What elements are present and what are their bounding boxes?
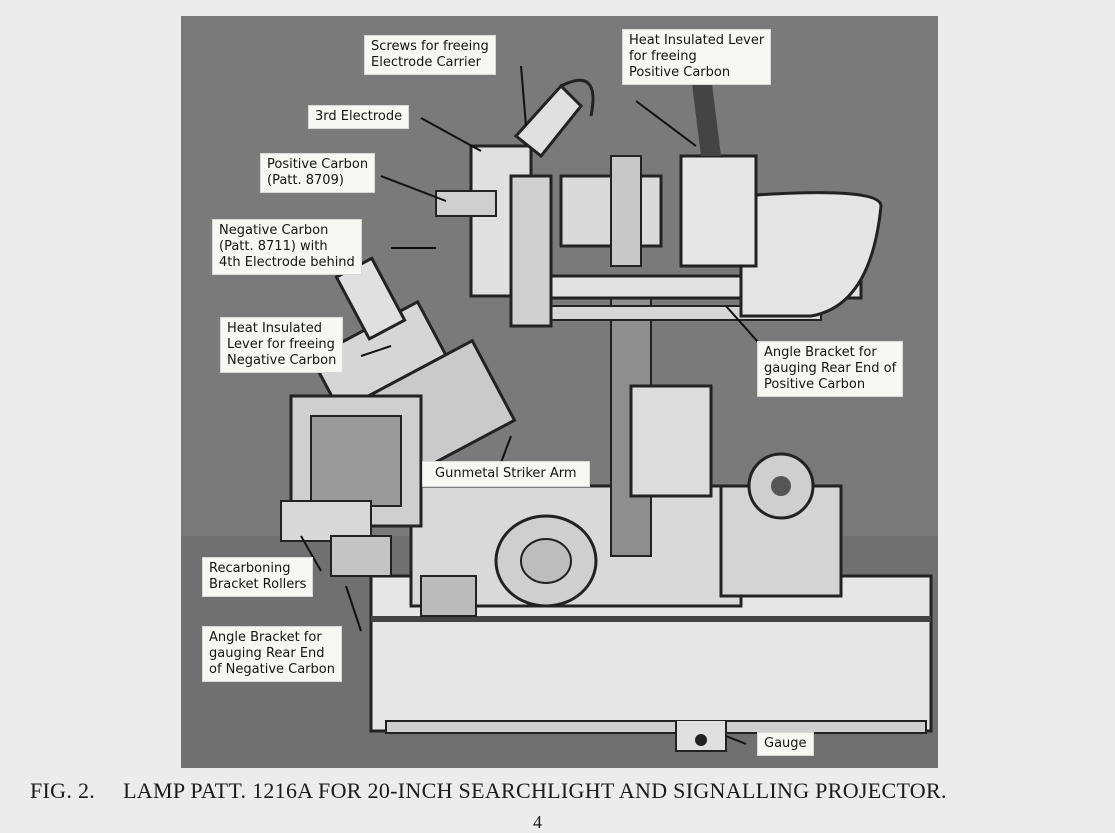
figure-number: FIG. 2. [30, 778, 96, 803]
label-heat-lever-positive: Heat Insulated Lever for freeing Positiv… [623, 30, 771, 84]
label-negative-carbon: Negative Carbon (Patt. 8711) with 4th El… [213, 220, 361, 274]
label-gauge: Gauge [758, 733, 813, 755]
figure-title: LAMP PATT. 1216A FOR 20-INCH SEARCHLIGHT… [123, 778, 947, 803]
label-recarboning: Recarboning Bracket Rollers [203, 558, 313, 596]
label-angle-bracket-positive: Angle Bracket for gauging Rear End of Po… [758, 342, 903, 396]
label-striker-arm: Gunmetal Striker Arm [423, 462, 589, 486]
figure-caption: FIG. 2. LAMP PATT. 1216A FOR 20-INCH SEAR… [30, 778, 1090, 804]
label-third-electrode: 3rd Electrode [309, 106, 409, 128]
label-angle-bracket-negative: Angle Bracket for gauging Rear End of Ne… [203, 627, 341, 681]
label-positive-carbon: Positive Carbon (Patt. 8709) [261, 154, 375, 192]
label-heat-lever-negative: Heat Insulated Lever for freeing Negativ… [221, 318, 343, 372]
page-number: 4 [533, 812, 542, 832]
label-screws: Screws for freeing Electrode Carrier [365, 36, 495, 74]
lamp-photograph: Screws for freeing Electrode Carrier Hea… [181, 16, 938, 768]
